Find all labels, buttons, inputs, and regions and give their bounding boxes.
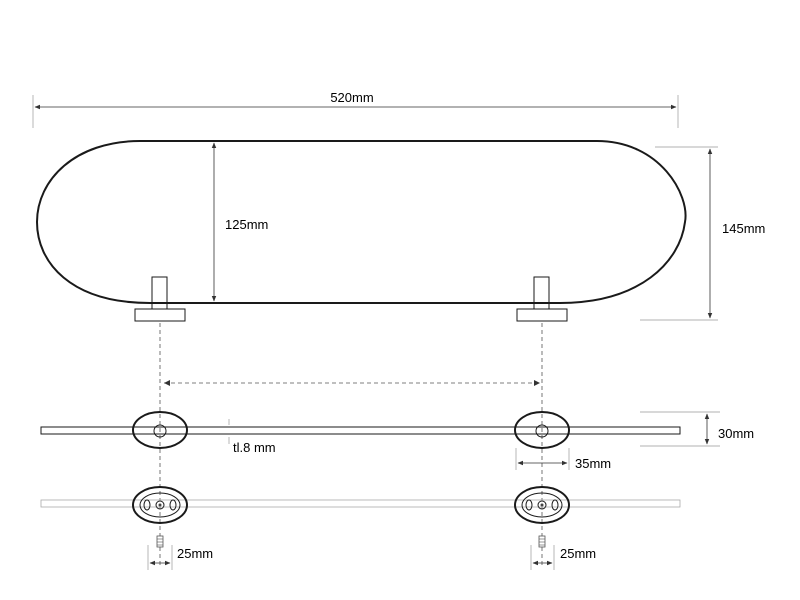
left-wall-plate [132,486,188,524]
glass-bottom-edge [40,499,681,508]
spacing-arrow-left [164,380,170,386]
glass-edge [40,426,681,435]
bottom-view: 25mm 25mm [40,486,681,570]
screw-spacing-right-label: 25mm [560,546,596,561]
front-view: tl.8 mm 30mm 35mm [40,411,754,471]
total-depth-dimension-label: 145mm [722,221,765,236]
height-dimension-label: 30mm [718,426,754,441]
right-bracket-hole [535,424,549,438]
bracket-width-dimension-label: 35mm [575,456,611,471]
right-bracket-front [514,411,570,449]
length-dimension-label: 520mm [330,90,373,105]
left-bracket-front [132,411,188,449]
spacing-arrow-right [534,380,540,386]
glass-shelf-outline [35,140,687,304]
left-bracket [134,276,186,322]
thickness-dimension-label: tl.8 mm [233,440,276,455]
top-view: 520mm 125mm 145mm [32,90,765,322]
right-screw-icon [538,535,546,548]
left-screw-icon [156,535,164,548]
right-wall-plate [514,486,570,524]
right-bracket [516,276,568,322]
depth-dimension-label: 125mm [225,217,268,232]
left-bracket-hole [153,424,167,438]
screw-spacing-left-label: 25mm [177,546,213,561]
center-lines [159,323,543,568]
